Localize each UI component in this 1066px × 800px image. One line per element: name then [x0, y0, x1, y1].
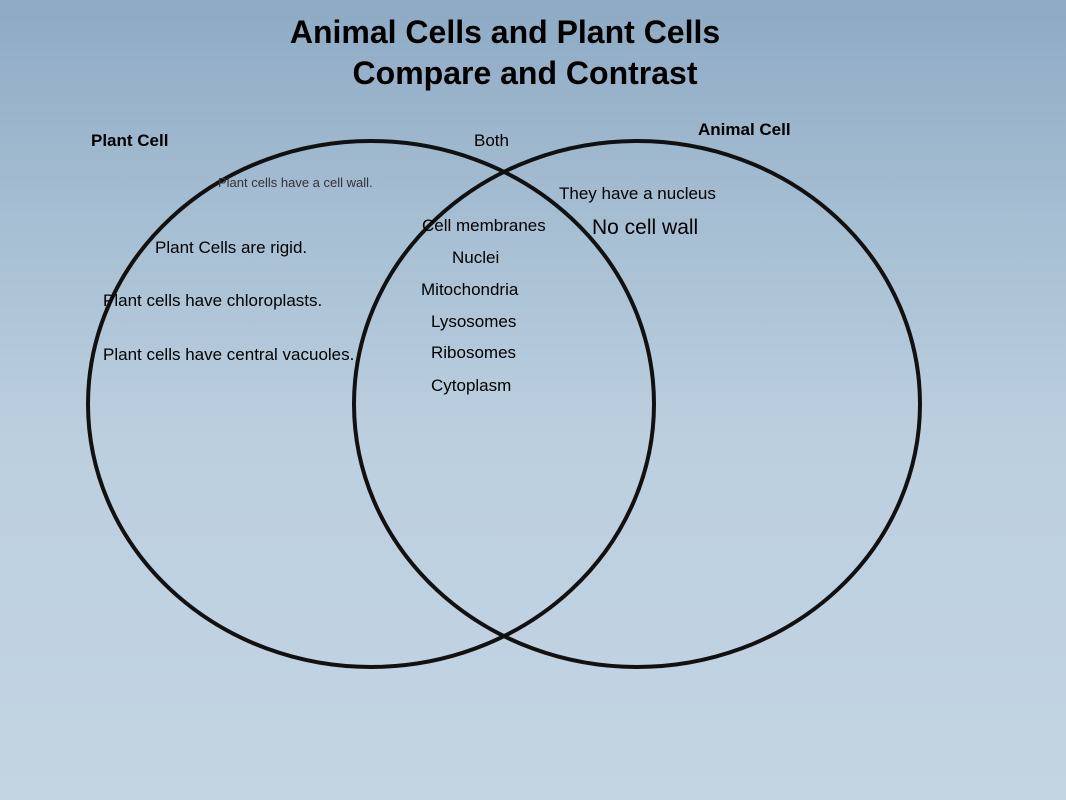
animal-cell-circle — [352, 139, 922, 669]
diagram-title: Animal Cells and Plant Cells — [289, 14, 721, 50]
both-lysosomes: Lysosomes — [431, 312, 517, 331]
plant-vacuoles-text: Plant cells have central vacuoles. — [103, 345, 355, 364]
animal-cell-label: Animal Cell — [698, 120, 791, 139]
plant-cell-wall-text: Plant cells have a cell wall. — [218, 175, 373, 190]
animal-no-wall-text: No cell wall — [592, 216, 699, 239]
both-ribosomes: Ribosomes — [431, 343, 517, 362]
both-mitochondria: Mitochondria — [421, 280, 519, 299]
plant-rigid-text: Plant Cells are rigid. — [155, 238, 308, 257]
animal-nucleus-text: They have a nucleus — [559, 184, 716, 203]
both-label: Both — [474, 131, 509, 150]
plant-chloroplasts-text: Plant cells have chloroplasts. — [103, 291, 323, 310]
both-cytoplasm: Cytoplasm — [431, 376, 512, 395]
both-cell-membranes: Cell membranes — [422, 216, 546, 235]
diagram-subtitle: Compare and Contrast — [352, 55, 698, 91]
plant-cell-circle — [86, 139, 656, 669]
both-nuclei: Nuclei — [452, 248, 500, 267]
plant-cell-label: Plant Cell — [91, 131, 169, 150]
